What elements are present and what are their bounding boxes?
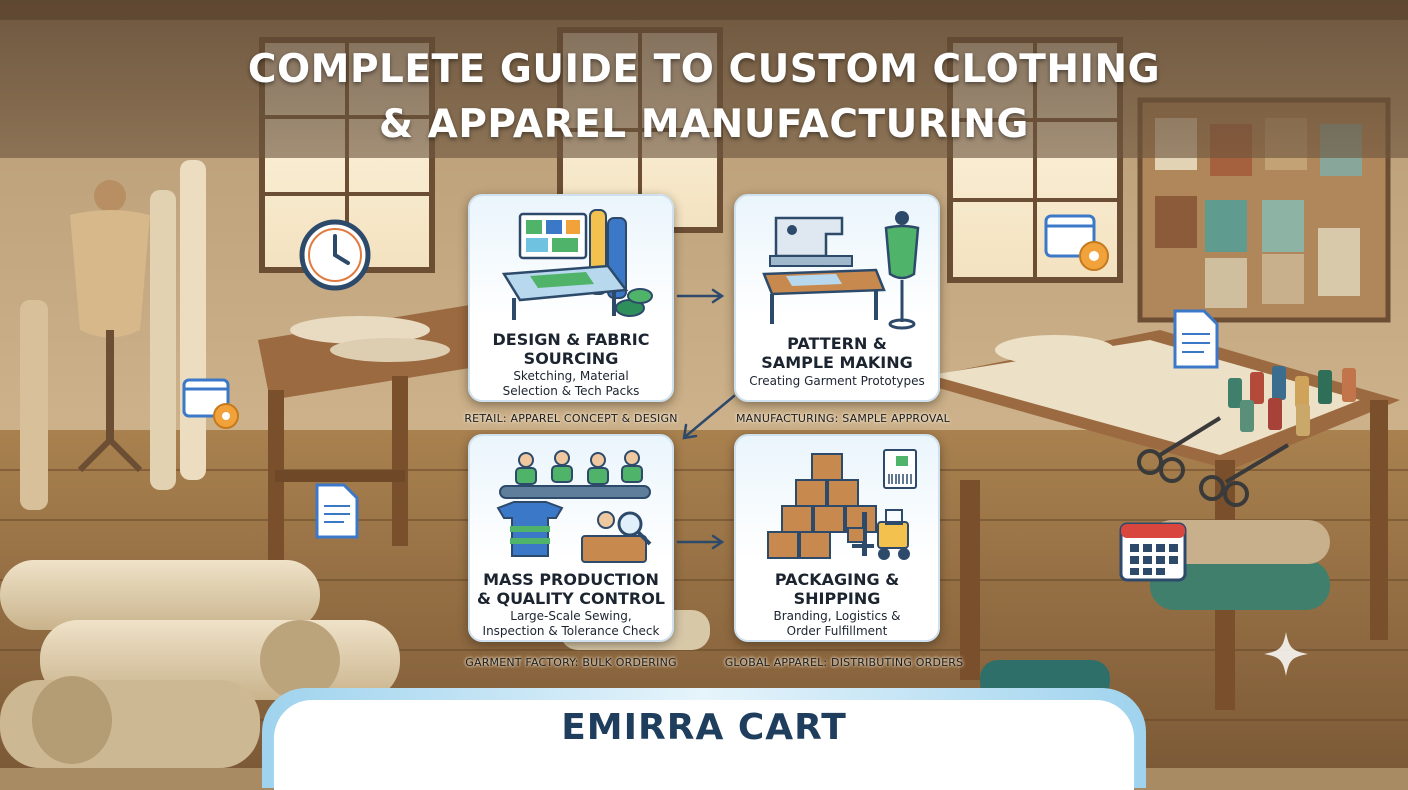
step-2-title: PATTERN & SAMPLE MAKING bbox=[761, 334, 913, 372]
sparkle-icon bbox=[1264, 632, 1308, 676]
step-card-pattern-sample: PATTERN & SAMPLE MAKING Creating Garment… bbox=[734, 194, 940, 402]
title-band bbox=[0, 0, 1408, 158]
calendar-icon bbox=[1119, 522, 1187, 582]
step-1-subtitle: Sketching, Material Selection & Tech Pac… bbox=[502, 369, 640, 398]
step-4-title: PACKAGING & SHIPPING bbox=[774, 570, 900, 608]
step-2-caption: MANUFACTURING: SAMPLE APPROVAL bbox=[735, 412, 951, 425]
design-table-icon bbox=[501, 209, 653, 320]
step-4-caption: GLOBAL APPAREL: DISTRIBUTING ORDERS bbox=[724, 656, 964, 669]
browser-gear-icon bbox=[182, 378, 239, 429]
brand-name: EMIRRA CART bbox=[561, 707, 847, 748]
clock-icon bbox=[299, 219, 371, 291]
step-1-caption: RETAIL: APPAREL CONCEPT & DESIGN bbox=[464, 412, 678, 425]
page-title: COMPLETE GUIDE TO CUSTOM CLOTHING & APPA… bbox=[0, 42, 1408, 152]
title-line-1: COMPLETE GUIDE TO CUSTOM CLOTHING bbox=[247, 47, 1161, 92]
production-line-icon bbox=[496, 450, 652, 563]
title-line-2: & APPAREL MANUFACTURING bbox=[379, 102, 1029, 147]
document-icon bbox=[315, 483, 359, 539]
step-3-caption: GARMENT FACTORY: BULK ORDERING bbox=[465, 656, 677, 669]
sewing-machine-icon bbox=[762, 211, 920, 330]
step-3-title: MASS PRODUCTION & QUALITY CONTROL bbox=[477, 570, 665, 608]
flow-arrows bbox=[676, 288, 736, 550]
step-card-packaging-shipping: PACKAGING & SHIPPING Branding, Logistics… bbox=[734, 434, 940, 642]
browser-gear-icon-right bbox=[1044, 214, 1109, 271]
step-1-title: DESIGN & FABRIC SOURCING bbox=[492, 330, 650, 368]
arrow-step2-step3 bbox=[684, 394, 736, 438]
step-card-mass-production: MASS PRODUCTION & QUALITY CONTROL Large-… bbox=[468, 434, 674, 642]
boxes-forklift-icon bbox=[767, 449, 917, 560]
document-icon-right bbox=[1173, 309, 1219, 369]
step-4-subtitle: Branding, Logistics & Order Fulfillment bbox=[773, 609, 901, 638]
step-card-design-fabric: DESIGN & FABRIC SOURCING Sketching, Mate… bbox=[468, 194, 674, 402]
step-2-subtitle: Creating Garment Prototypes bbox=[749, 374, 925, 388]
step-3-subtitle: Large-Scale Sewing, Inspection & Toleran… bbox=[482, 609, 660, 638]
